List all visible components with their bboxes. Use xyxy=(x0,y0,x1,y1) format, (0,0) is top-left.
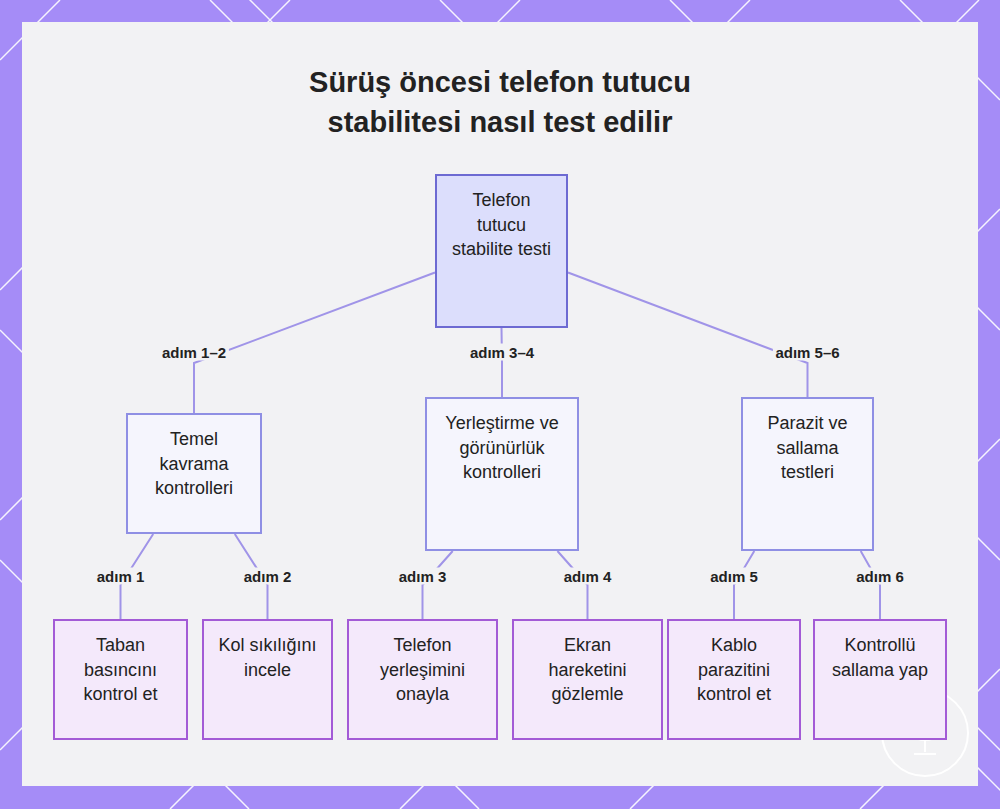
category-box: Temel kavrama kontrolleri xyxy=(126,413,262,534)
connector-line xyxy=(734,551,754,619)
step-box: Kontrollü sallama yap xyxy=(813,619,947,740)
step-box: Kol sıkılığını incele xyxy=(202,619,333,740)
step-box: Kablo parazitini kontrol et xyxy=(667,619,801,740)
edge-label: adım 3 xyxy=(396,568,450,585)
node-text: Kablo parazitini kontrol et xyxy=(679,633,789,707)
node-text: Kontrollü sallama yap xyxy=(825,633,935,682)
connector-line xyxy=(861,551,880,619)
node-text: Ekran hareketini gözlemle xyxy=(524,633,651,707)
edge-label: adım 4 xyxy=(561,568,615,585)
node-text: Kol sıkılığını incele xyxy=(214,633,321,682)
step-box: Telefon yerleşimini onayla xyxy=(347,619,498,740)
connector-line xyxy=(423,551,453,619)
category-box: Parazit ve sallama testleri xyxy=(741,397,874,551)
root-box: Telefon tutucu stabilite testi xyxy=(435,174,568,328)
node-text: Yerleştirme ve görünürlük kontrolleri xyxy=(437,411,567,485)
connector-line xyxy=(501,328,504,397)
edge-label: adım 2 xyxy=(241,568,295,585)
category-box: Yerleştirme ve görünürlük kontrolleri xyxy=(425,397,579,551)
connector-line xyxy=(194,273,435,413)
node-text: Temel kavrama kontrolleri xyxy=(138,427,250,501)
edge-label: adım 1–2 xyxy=(159,344,229,361)
node-text: Parazit ve sallama testleri xyxy=(753,411,862,485)
edge-label: adım 1 xyxy=(94,568,148,585)
edge-label: adım 6 xyxy=(853,568,907,585)
connector-line xyxy=(557,551,587,619)
node-text: Telefon yerleşimini onayla xyxy=(359,633,486,707)
edge-label: adım 5 xyxy=(707,568,761,585)
diagram-title: Sürüş öncesi telefon tutucu stabilitesi … xyxy=(270,62,730,142)
node-text: Telefon tutucu stabilite testi xyxy=(447,188,556,262)
step-box: Ekran hareketini gözlemle xyxy=(512,619,663,740)
step-box: Taban basıncını kontrol et xyxy=(53,619,188,740)
edge-label: adım 5–6 xyxy=(772,344,842,361)
node-text: Taban basıncını kontrol et xyxy=(65,633,176,707)
connector-line xyxy=(568,273,808,397)
edge-label: adım 3–4 xyxy=(467,344,537,361)
